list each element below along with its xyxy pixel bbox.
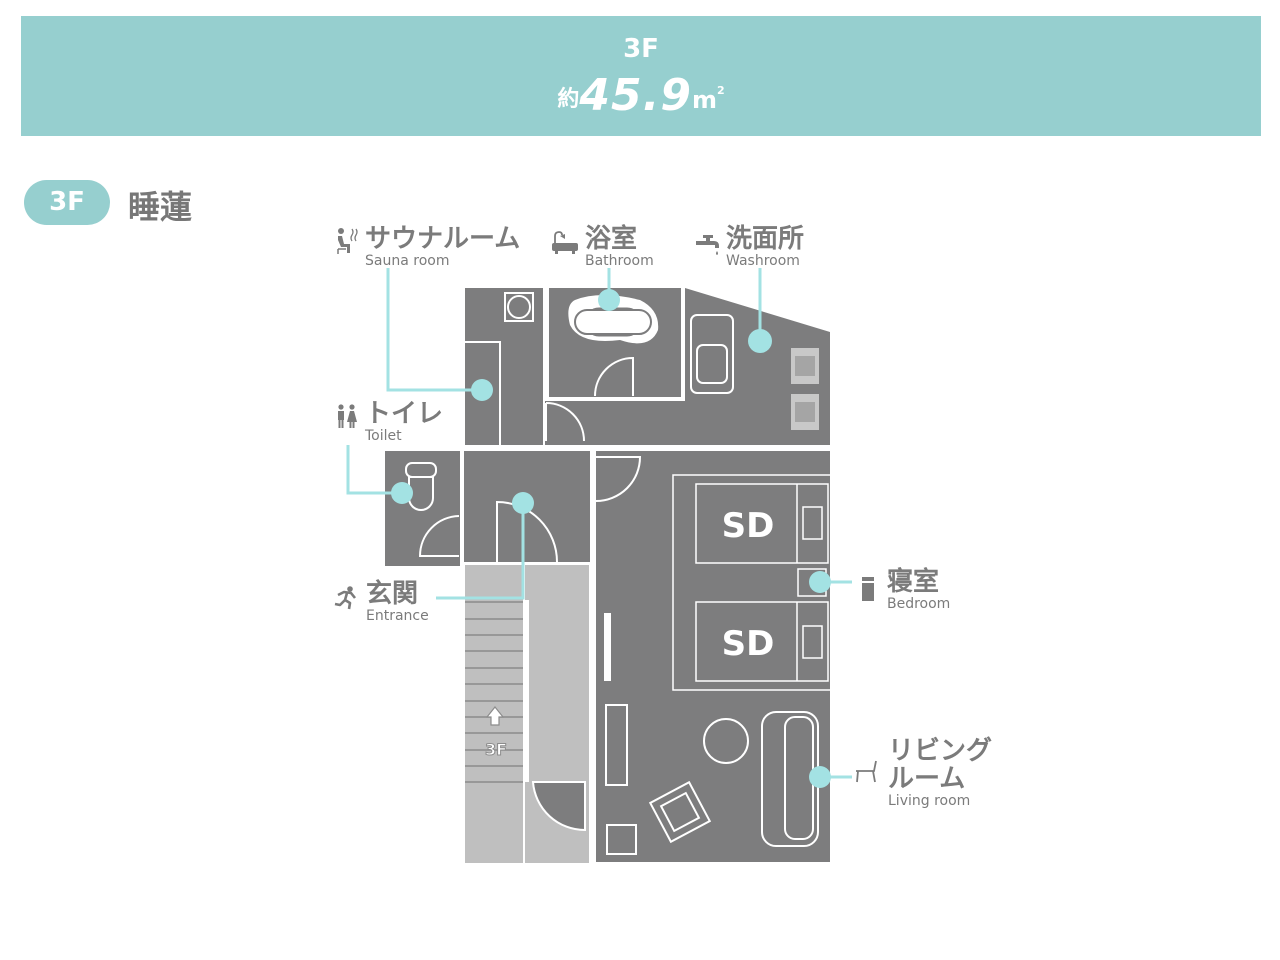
area-prefix: 約 bbox=[557, 87, 580, 112]
chair-icon bbox=[856, 760, 877, 783]
bed-label: SD bbox=[722, 624, 775, 664]
room-label-bedroom: 寝室 Bedroom bbox=[862, 568, 950, 612]
area-unit: m2 bbox=[691, 84, 725, 114]
floor-badge: 3F bbox=[24, 180, 110, 225]
toilet-people-icon bbox=[338, 404, 357, 428]
bathtub-icon bbox=[552, 231, 578, 254]
room-label-toilet: トイレ Toilet bbox=[338, 400, 443, 444]
room-label-living: リビング ルーム Living room bbox=[856, 737, 992, 809]
floor-area: 約45.9m2 bbox=[21, 70, 1261, 121]
marker-living bbox=[809, 766, 831, 788]
marker-sauna bbox=[471, 379, 493, 401]
faucet-icon bbox=[696, 235, 719, 255]
room-label-bathroom: 浴室 Bathroom bbox=[552, 225, 654, 269]
running-person-icon bbox=[334, 586, 357, 610]
area-value: 45.9 bbox=[579, 70, 692, 121]
marker-toilet bbox=[391, 482, 413, 504]
room-type-title: 睡蓮 bbox=[128, 188, 193, 226]
room-label-washroom: 洗面所 Washroom bbox=[696, 225, 804, 269]
room-label-entrance: 玄関 Entrance bbox=[334, 580, 429, 624]
stairs-label: 3F bbox=[485, 740, 507, 759]
sauna-icon bbox=[337, 228, 358, 254]
floor-header: 3F 約45.9m2 bbox=[21, 16, 1261, 136]
room-label-sauna: サウナルーム Sauna room bbox=[337, 225, 520, 269]
bed-label: SD bbox=[722, 506, 775, 546]
bed-icon bbox=[862, 577, 874, 601]
floor-label: 3F bbox=[623, 34, 659, 64]
marker-entrance bbox=[512, 492, 534, 514]
marker-bathroom bbox=[598, 289, 620, 311]
marker-bedroom bbox=[809, 571, 831, 593]
marker-washroom bbox=[748, 329, 772, 353]
